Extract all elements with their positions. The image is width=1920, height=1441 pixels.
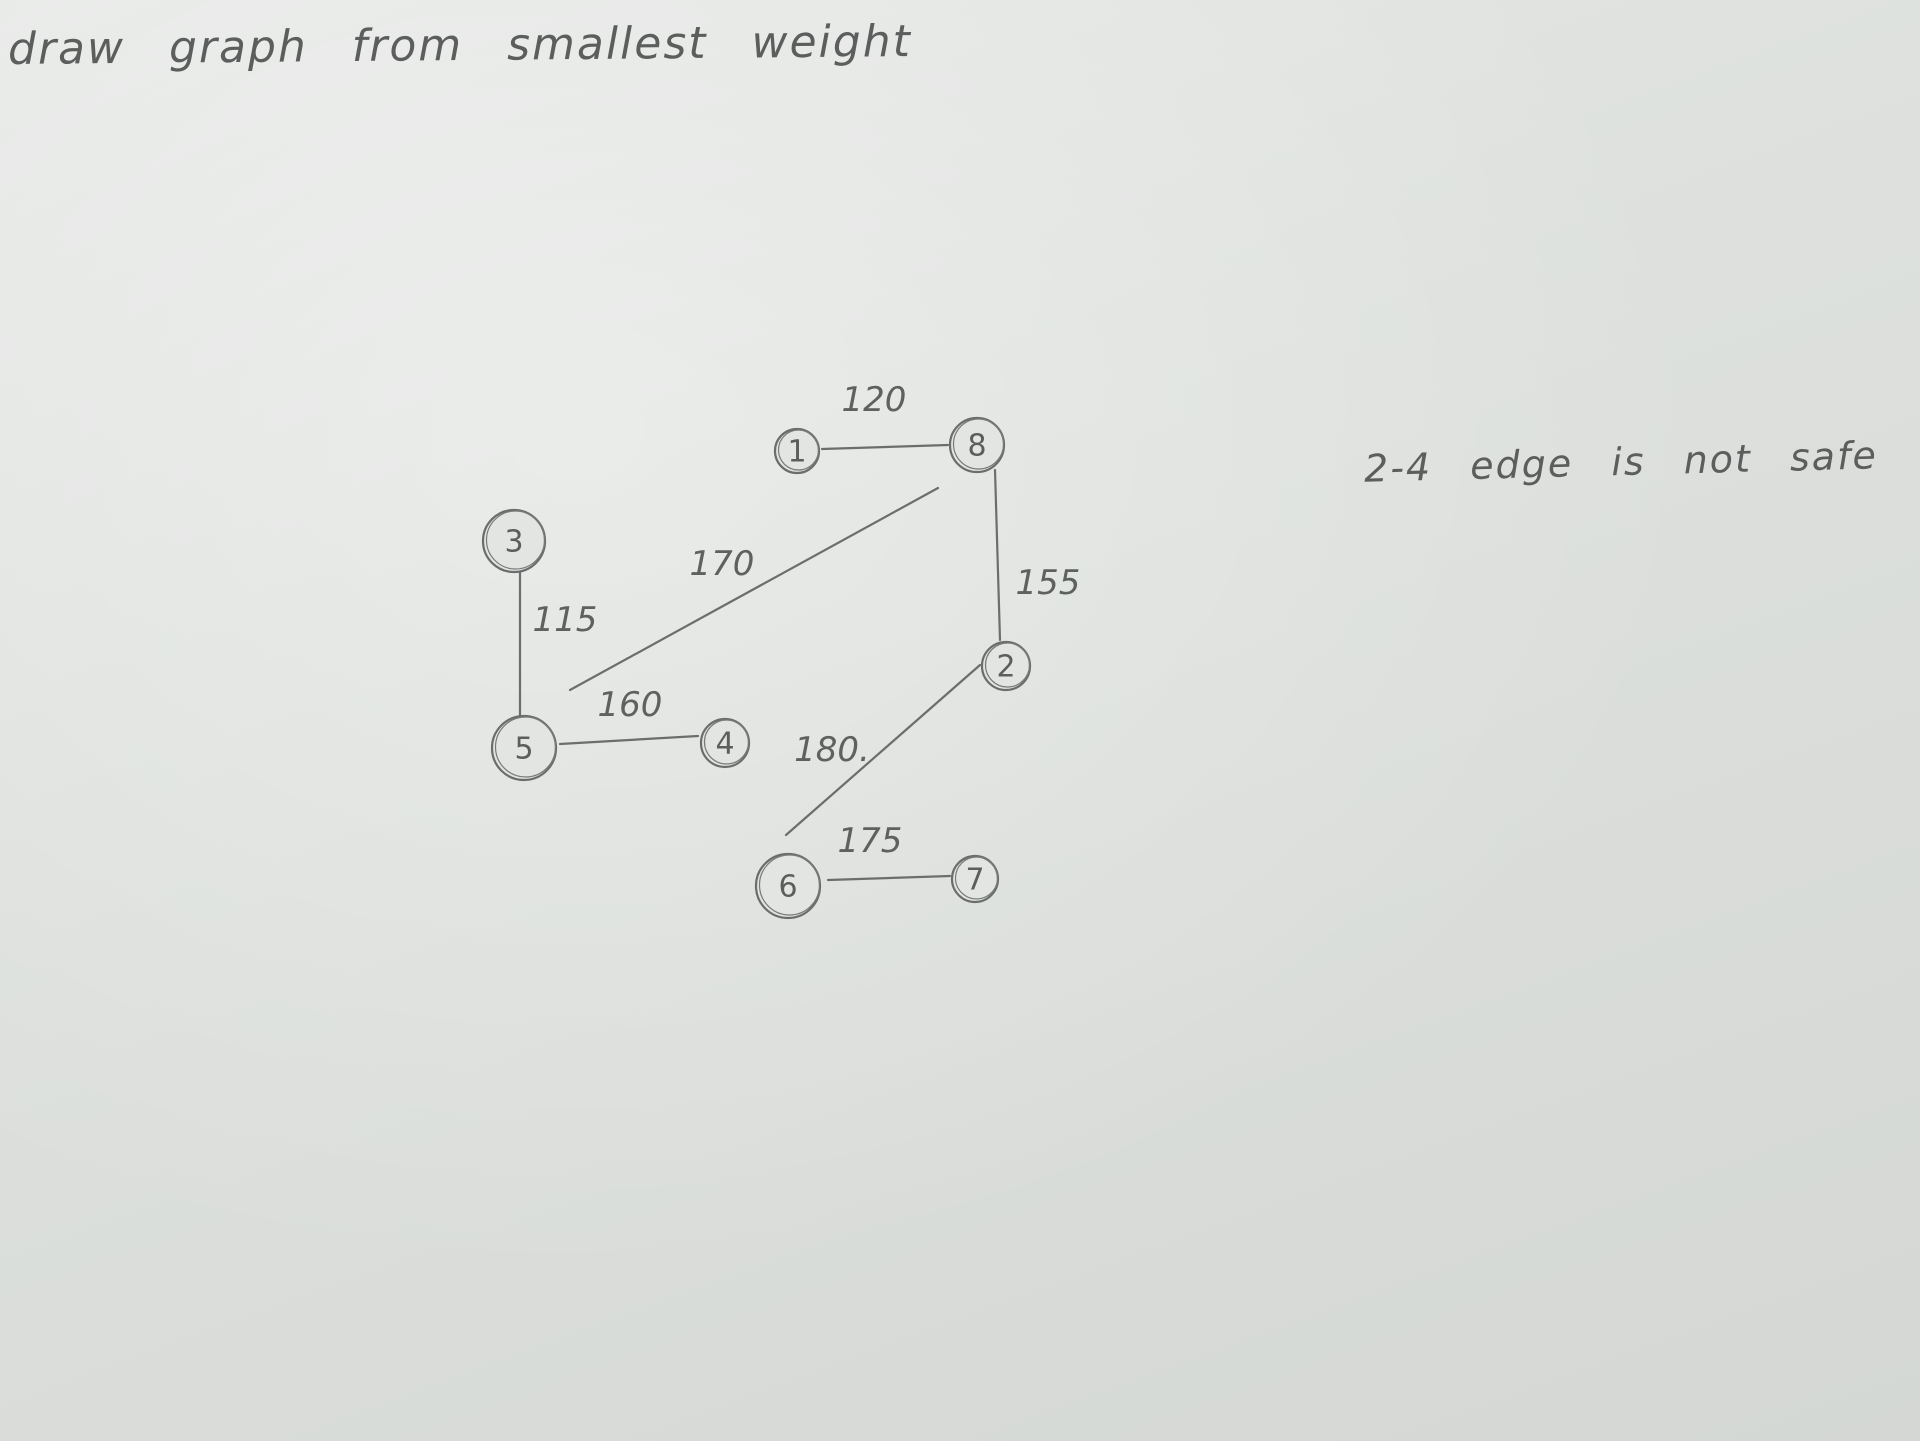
node-label: 1 bbox=[787, 435, 806, 470]
edge-weight-label: 160 bbox=[598, 685, 663, 725]
node-circle-stroke bbox=[485, 510, 546, 570]
node-circle-stroke bbox=[703, 719, 750, 765]
node-5: 5 bbox=[490, 714, 558, 782]
node-4: 4 bbox=[699, 717, 751, 769]
node-1: 1 bbox=[773, 427, 821, 475]
node-label: 3 bbox=[504, 525, 523, 560]
edges-layer: 115 120 155 160 170 175 180. bbox=[518, 380, 1081, 882]
node-8: 8 bbox=[948, 416, 1006, 474]
node-label: 6 bbox=[778, 870, 797, 905]
edge-8-2 bbox=[993, 468, 1002, 642]
node-label: 8 bbox=[967, 429, 986, 464]
edge-weight-label: 170 bbox=[690, 544, 755, 584]
node-circle-stroke bbox=[952, 418, 1005, 470]
edge-5-4 bbox=[558, 734, 700, 746]
node-circle-stroke bbox=[777, 429, 820, 471]
node-label: 2 bbox=[996, 650, 1015, 685]
node-circle-stroke bbox=[984, 642, 1031, 688]
node-7: 7 bbox=[950, 854, 1000, 904]
edge-weight-label: 115 bbox=[533, 600, 598, 640]
node-circle-stroke bbox=[954, 856, 999, 900]
node-circle-stroke bbox=[758, 854, 821, 916]
node-3: 3 bbox=[481, 508, 547, 574]
edge-6-2 bbox=[784, 663, 982, 837]
nodes-layer: 1 2 3 4 5 6 7 8 bbox=[481, 416, 1032, 920]
edge-weight-label: 180. bbox=[794, 730, 870, 770]
node-6: 6 bbox=[754, 852, 822, 920]
edge-5-8 bbox=[568, 486, 940, 692]
edge-1-8 bbox=[820, 443, 950, 451]
node-2: 2 bbox=[980, 640, 1032, 692]
node-label: 5 bbox=[514, 732, 533, 767]
edge-6-7 bbox=[826, 874, 952, 882]
node-circle-stroke bbox=[494, 716, 557, 778]
node-label: 4 bbox=[715, 727, 734, 762]
edge-weight-label: 155 bbox=[1016, 563, 1081, 603]
edge-weight-label: 175 bbox=[838, 821, 903, 861]
node-label: 7 bbox=[965, 863, 984, 898]
edge-weight-label: 120 bbox=[842, 380, 907, 420]
